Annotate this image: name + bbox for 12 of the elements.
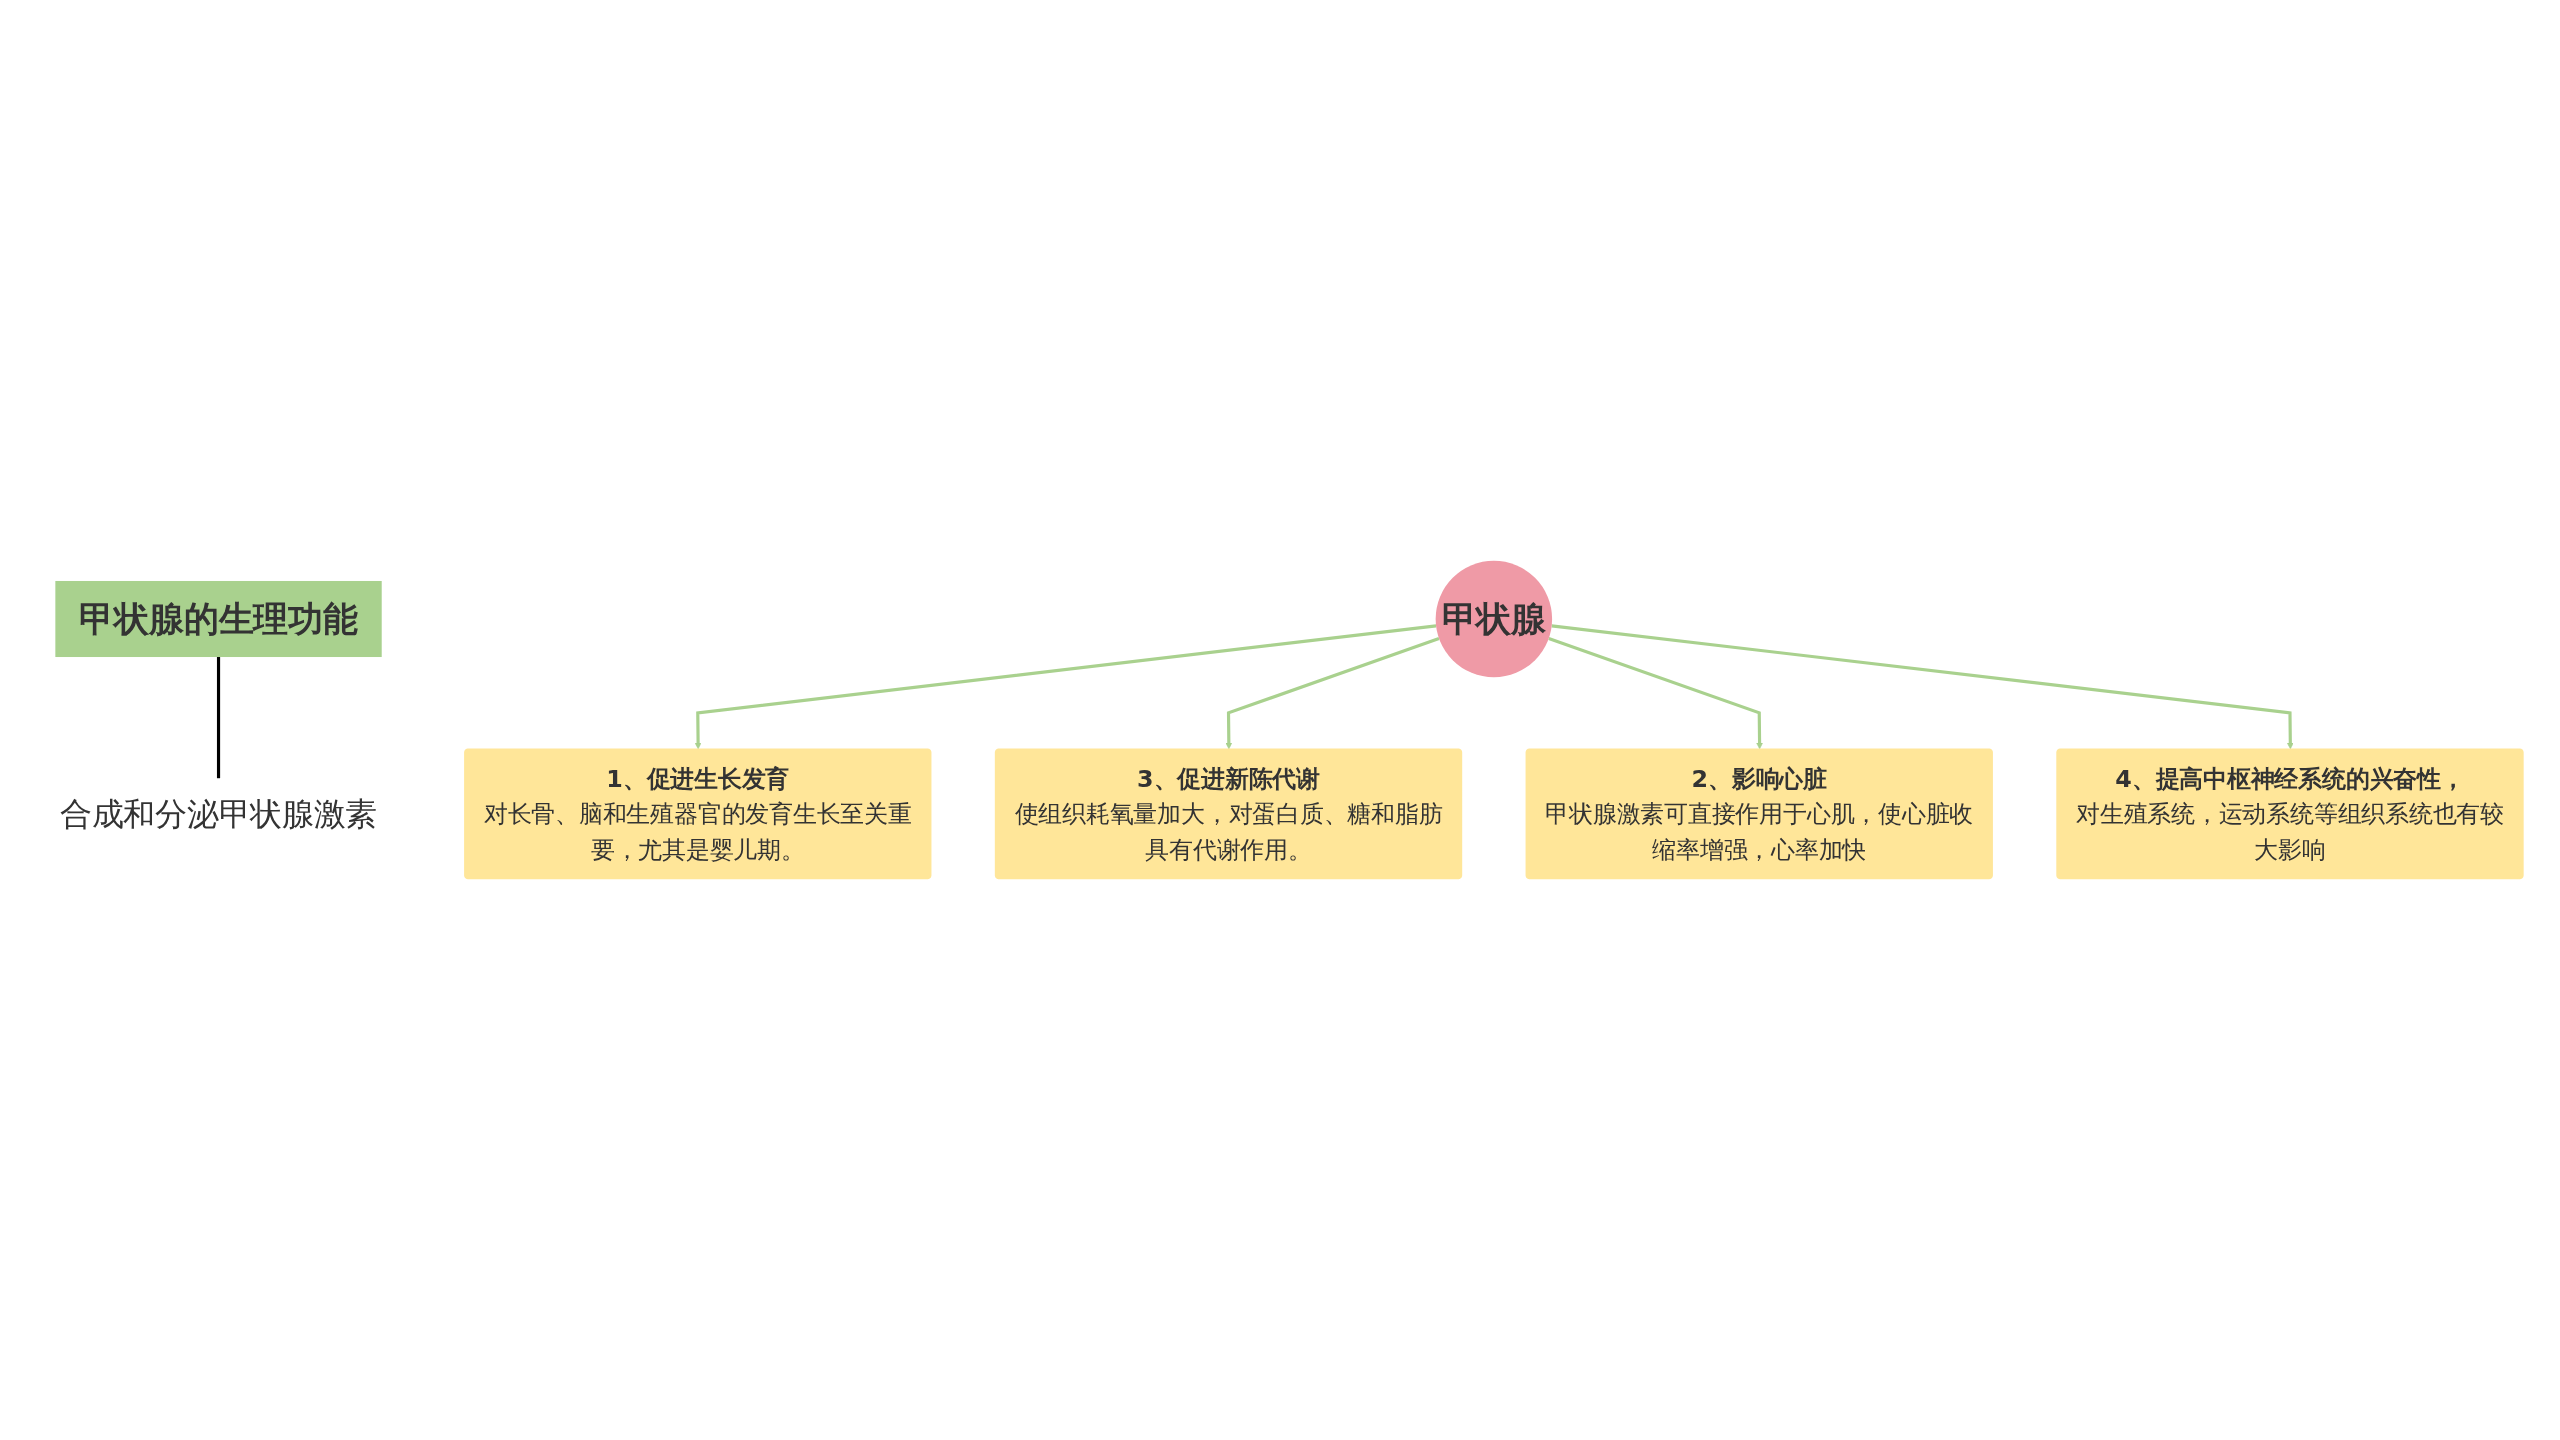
arrow — [1548, 636, 1764, 750]
node-box: 4、提高中枢神经系统的兴奋性， 对生殖系统，运动系统等组织系统也有较大影响 — [2056, 748, 2524, 880]
node-box: 甲状腺的生理功能 — [55, 581, 382, 657]
node-box: 1、促进生长发育 对长骨、脑和生殖器官的发育生长至关重要，尤其是婴儿期。 — [464, 748, 932, 880]
node-box: 2、影响心脏 甲状腺激素可直接作用于心肌，使心脏收缩率增强，心率加快 — [1525, 748, 1993, 880]
arrow — [1225, 636, 1440, 750]
arrow — [1551, 624, 2294, 750]
node-text: 合成和分泌甲状腺激素 — [60, 795, 377, 833]
node-circle: 甲状腺 — [1435, 560, 1553, 678]
node-box: 3、促进新陈代谢 使组织耗氧量加大，对蛋白质、糖和脂肪具有代谢作用。 — [994, 748, 1463, 880]
arrow — [694, 624, 1437, 750]
connector — [216, 657, 221, 779]
